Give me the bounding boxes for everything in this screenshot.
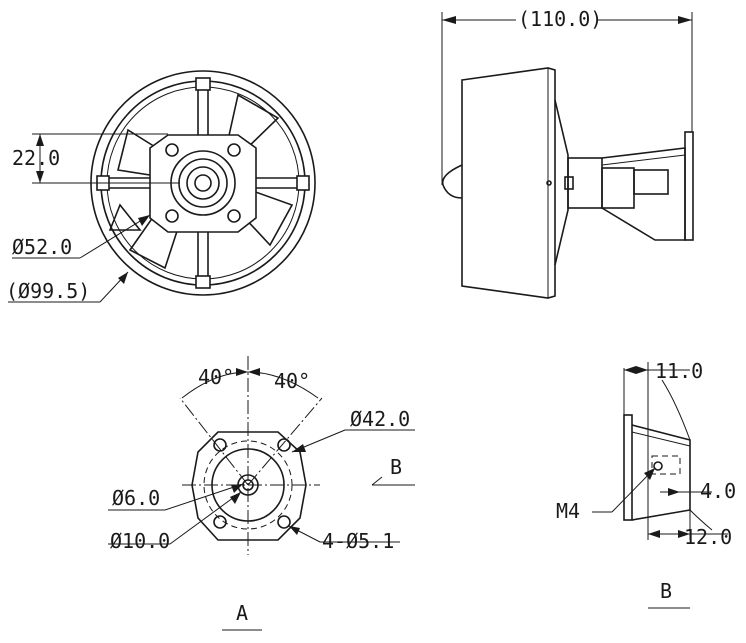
dim-outer-dia-label: (Ø99.5) bbox=[6, 279, 90, 303]
view-a-label: A bbox=[236, 601, 248, 625]
dim-boss-label: Ø10.0 bbox=[110, 529, 170, 553]
dim-offset-label: 12.0 bbox=[684, 525, 732, 549]
dim-bolt-circle-label: Ø42.0 bbox=[350, 407, 410, 431]
center-point bbox=[546, 180, 552, 186]
dim-hub-dia-label: Ø52.0 bbox=[12, 235, 72, 259]
motor-can bbox=[601, 167, 635, 209]
leader-line bbox=[79, 214, 151, 259]
dim-top-label: 11.0 bbox=[655, 359, 703, 383]
arrowhead bbox=[678, 530, 690, 538]
label-bg bbox=[516, 6, 598, 30]
dim-holes-label: 4-Ø5.1 bbox=[322, 529, 394, 553]
dim-depth-label: 4.0 bbox=[700, 479, 736, 503]
arrowhead bbox=[292, 444, 306, 452]
arrowhead bbox=[231, 484, 243, 493]
arrowhead bbox=[236, 368, 248, 376]
leader-line bbox=[164, 483, 244, 511]
thread-circle bbox=[653, 461, 663, 471]
hub-circle bbox=[211, 448, 285, 522]
bracket-line bbox=[601, 154, 686, 166]
dim-22-label: 22.0 bbox=[12, 146, 60, 170]
angle-left-label: 40° bbox=[198, 365, 234, 389]
bolt-circle bbox=[203, 440, 293, 530]
arrowhead bbox=[636, 366, 648, 374]
arrowhead bbox=[668, 488, 680, 496]
stator-cone bbox=[554, 99, 569, 266]
bracket-edge bbox=[631, 431, 691, 447]
angle-line bbox=[247, 397, 323, 486]
strut-mount bbox=[195, 275, 211, 289]
arrowhead bbox=[442, 16, 456, 24]
bolt-hole bbox=[277, 515, 291, 529]
bolt-hole bbox=[213, 515, 227, 529]
thread-hole bbox=[651, 455, 681, 475]
arrowhead bbox=[36, 134, 44, 146]
leader-line bbox=[169, 491, 242, 545]
front-view: 22.0 Ø52.0 (Ø99.5) bbox=[6, 70, 316, 303]
mount-hole bbox=[227, 143, 241, 157]
mount-hole bbox=[165, 209, 179, 223]
arrowhead bbox=[648, 530, 660, 538]
mount-hole bbox=[165, 143, 179, 157]
section-arrow bbox=[371, 476, 383, 486]
bracket-flange bbox=[623, 414, 633, 521]
arrowhead bbox=[36, 171, 44, 183]
arrowhead bbox=[678, 16, 692, 24]
arrowhead bbox=[138, 215, 150, 226]
shaft-circle bbox=[242, 479, 254, 491]
arrowhead bbox=[644, 468, 655, 480]
thread-label: M4 bbox=[556, 499, 580, 523]
dim-shaft-label: Ø6.0 bbox=[112, 486, 160, 510]
angle-right-label: 40° bbox=[274, 369, 310, 393]
duct-shroud bbox=[461, 67, 556, 299]
shaft-boss bbox=[186, 166, 220, 200]
section-marker-label: B bbox=[390, 455, 402, 479]
view-b-label: B bbox=[660, 579, 672, 603]
arrowhead bbox=[230, 492, 241, 504]
strut-mount bbox=[195, 77, 211, 91]
arrowhead bbox=[248, 368, 260, 376]
fan-blade bbox=[108, 203, 142, 231]
angle-line bbox=[179, 397, 249, 486]
view-a: 40° 40° Ø42.0 Ø6.0 Ø10.0 4-Ø5.1 bbox=[108, 356, 415, 631]
view-b: 11.0 M4 4.0 12.0 B bbox=[556, 359, 736, 609]
bolt-hole bbox=[277, 438, 291, 452]
motor-tab bbox=[564, 176, 574, 190]
motor-mount-plate bbox=[149, 134, 257, 233]
break-line bbox=[689, 509, 713, 531]
mount-plate-outline bbox=[191, 431, 307, 541]
mount-hole bbox=[227, 209, 241, 223]
side-view: (110.0) bbox=[441, 6, 694, 299]
shaft bbox=[194, 174, 212, 192]
bracket-body bbox=[631, 424, 691, 521]
mount-flange bbox=[684, 131, 694, 241]
arrowhead bbox=[289, 526, 300, 535]
bolt-hole bbox=[213, 438, 227, 452]
dim-length-label: (110.0) bbox=[518, 7, 602, 31]
arrowhead bbox=[118, 272, 128, 284]
strut-mount bbox=[296, 175, 310, 191]
spinner-nose bbox=[441, 164, 463, 199]
arrowhead bbox=[624, 366, 636, 374]
motor-end bbox=[633, 169, 669, 195]
break-line bbox=[661, 379, 691, 441]
